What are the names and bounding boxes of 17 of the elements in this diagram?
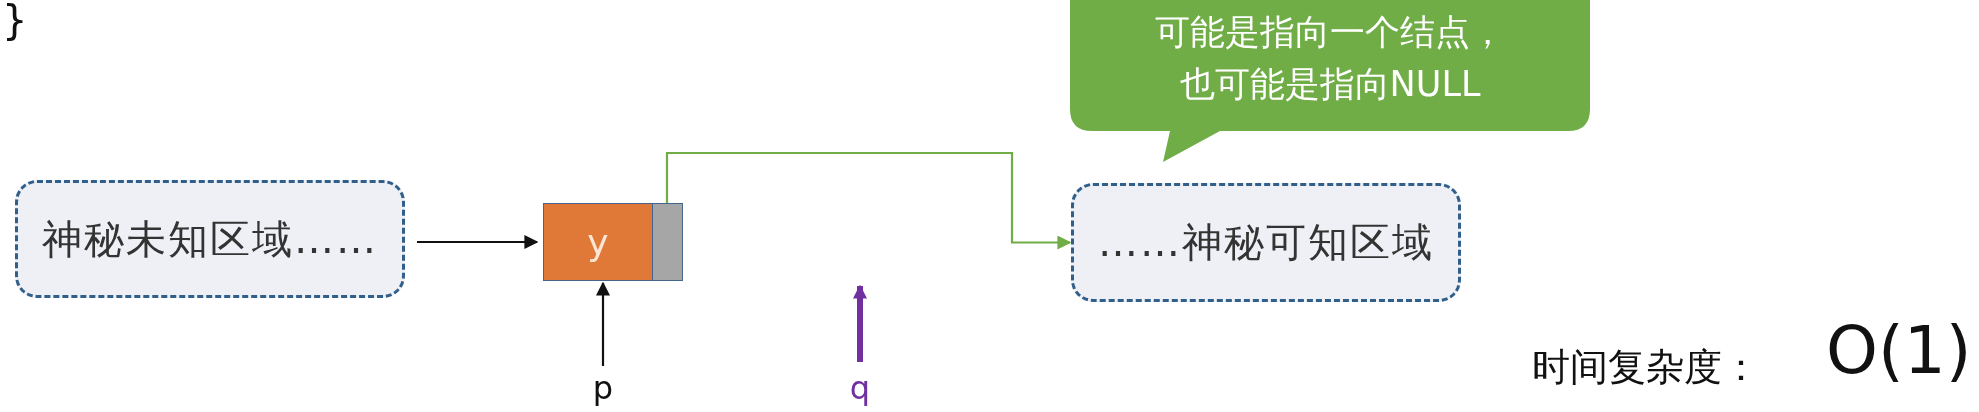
code-brace: } [2, 0, 28, 40]
pointer-name: q [849, 369, 871, 407]
dashed-region-box [15, 180, 405, 298]
complexity-value: O(1) [1826, 318, 1972, 384]
callout-text: 可能是指向一个结点，也可能是指向NULL [1154, 11, 1506, 106]
arrow [596, 281, 610, 366]
speech-bubble [1070, 0, 1590, 162]
arrow [853, 284, 867, 362]
node-value: y [587, 221, 609, 263]
arrow [417, 235, 539, 249]
list-node [543, 203, 683, 281]
pointer-name: p [592, 369, 614, 407]
region-label: 神秘未知区域…… [42, 214, 378, 264]
arrow [665, 151, 1072, 250]
dashed-region-box [1071, 183, 1461, 302]
region-label: ……神秘可知区域 [1098, 218, 1434, 267]
complexity-label: 时间复杂度： [1532, 348, 1760, 386]
